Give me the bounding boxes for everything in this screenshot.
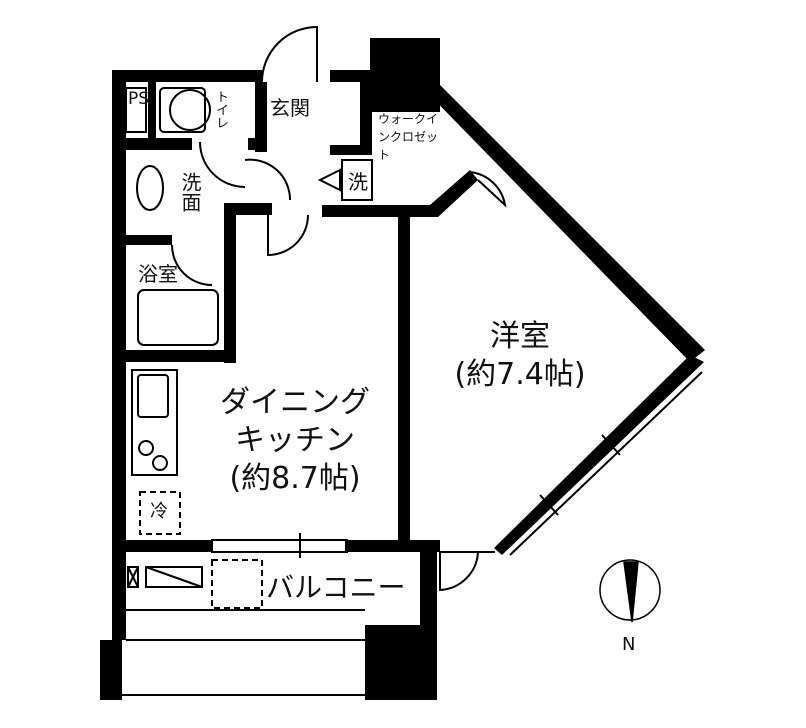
room-western-size: (約7.4帖) [454,357,586,392]
room-bath-label: 浴室 [138,262,178,286]
room-entrance-label: 玄関 [270,96,310,120]
compass [599,559,661,623]
room-washroom-label: 洗面 [178,172,202,212]
room-ps-label: PS [128,89,150,109]
compass-north-label: N [622,634,636,655]
room-dk-name-line1: ダイニング [220,385,370,420]
room-toilet-label: トイレ [213,90,228,129]
room-walk-in-closet-label: ウォークインクロゼット [378,112,439,162]
room-dk-name-line2: キッチン [235,423,355,458]
room-western-name: 洋室 [490,319,550,354]
balcony-label: バルコニー [266,571,406,604]
fixtures [122,25,703,696]
fridge-label: 冷 [150,501,168,522]
room-dk-size: (約8.7帖) [229,461,361,496]
room-washer-label: 洗 [348,170,368,194]
walls [100,38,705,700]
